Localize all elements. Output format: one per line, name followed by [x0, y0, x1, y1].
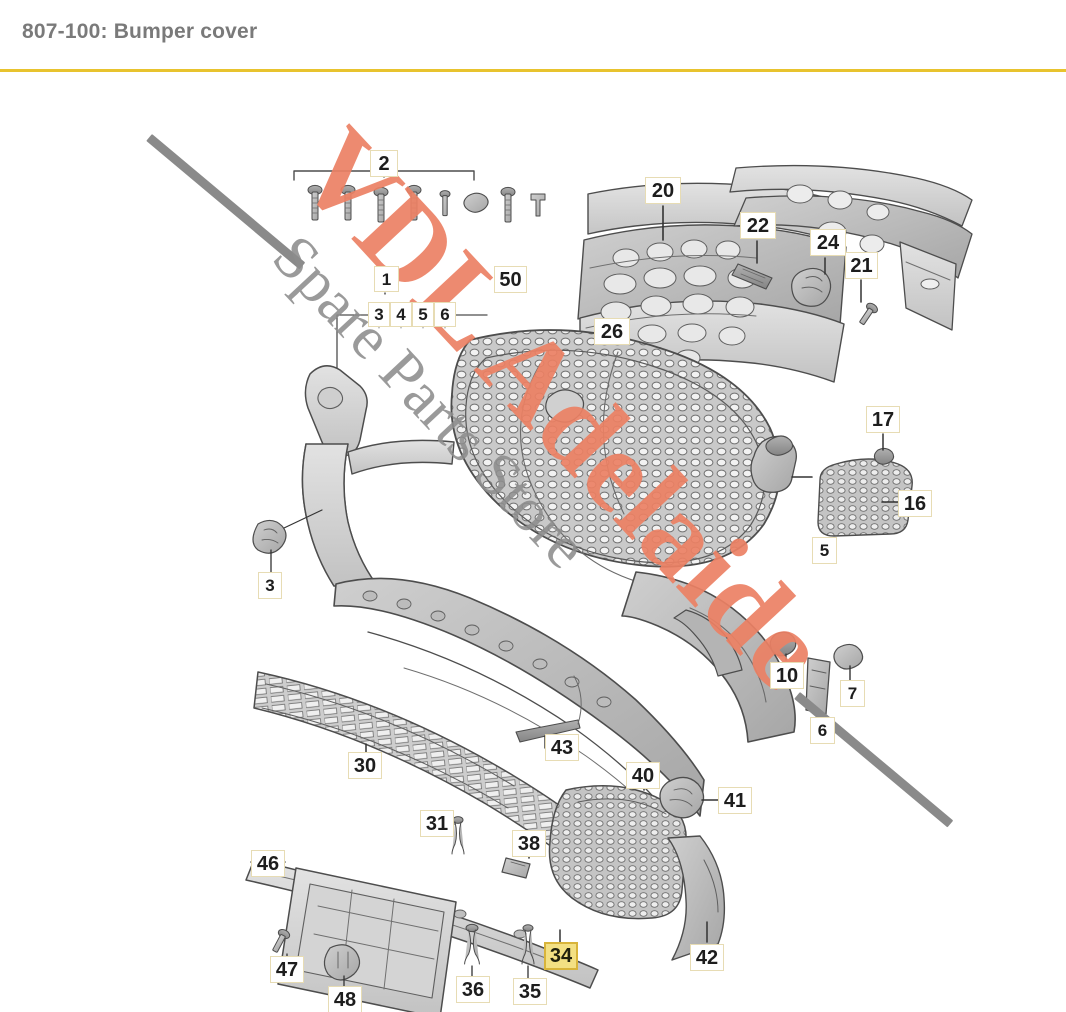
callout-38[interactable]: 38	[512, 830, 546, 857]
page-header: 807-100: Bumper cover	[0, 0, 1066, 72]
callout-6[interactable]: 6	[434, 302, 456, 327]
callout-35[interactable]: 35	[513, 978, 547, 1005]
callout-40[interactable]: 40	[626, 762, 660, 789]
exploded-parts-illustration	[245, 161, 973, 1012]
callout-20[interactable]: 20	[645, 177, 681, 204]
callout-5[interactable]: 5	[812, 537, 837, 564]
callout-6[interactable]: 6	[810, 717, 835, 744]
callout-2[interactable]: 2	[370, 150, 398, 177]
callout-31[interactable]: 31	[420, 810, 454, 837]
callout-3[interactable]: 3	[368, 302, 390, 327]
callout-22[interactable]: 22	[740, 212, 776, 239]
callout-7[interactable]: 7	[840, 680, 865, 707]
callout-1[interactable]: 1	[374, 266, 399, 292]
callout-41[interactable]: 41	[718, 787, 752, 814]
callout-36[interactable]: 36	[456, 976, 490, 1003]
callout-5[interactable]: 5	[412, 302, 434, 327]
callout-10[interactable]: 10	[770, 662, 804, 689]
callout-50[interactable]: 50	[494, 266, 527, 293]
callout-21[interactable]: 21	[845, 252, 878, 279]
callout-47[interactable]: 47	[270, 956, 304, 983]
callout-17[interactable]: 17	[866, 406, 900, 433]
callout-43[interactable]: 43	[545, 734, 579, 761]
callout-26[interactable]: 26	[594, 318, 630, 345]
callout-24[interactable]: 24	[810, 229, 846, 256]
callout-46[interactable]: 46	[251, 850, 285, 877]
callout-34[interactable]: 34	[544, 942, 578, 970]
callout-16[interactable]: 16	[898, 490, 932, 517]
header-divider	[0, 69, 1066, 72]
page-title: 807-100: Bumper cover	[22, 20, 258, 43]
callout-42[interactable]: 42	[690, 944, 724, 971]
callout-3[interactable]: 3	[258, 572, 282, 599]
callout-30[interactable]: 30	[348, 752, 382, 779]
callout-48[interactable]: 48	[328, 986, 362, 1012]
callout-4[interactable]: 4	[390, 302, 412, 327]
